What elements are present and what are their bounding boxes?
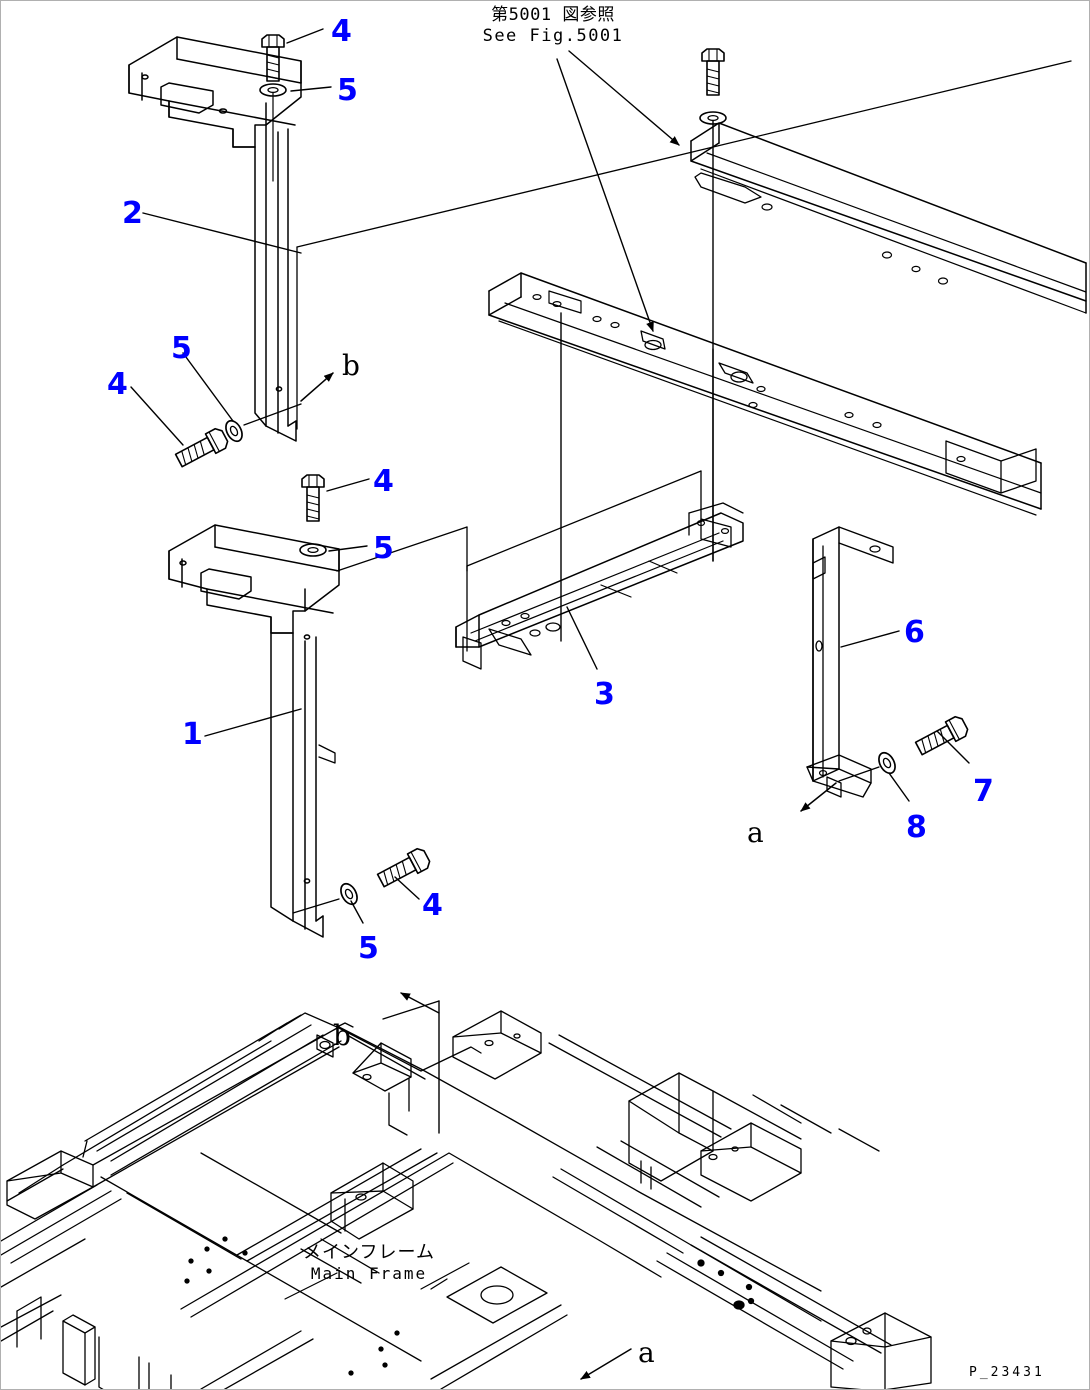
callout-number-4: 4: [422, 888, 443, 923]
main-frame-label-english: Main Frame: [310, 1264, 428, 1284]
callout-number-6: 6: [904, 615, 925, 650]
see-fig-reference-japanese: 第5001 図参照: [491, 5, 615, 25]
callout-number-1: 1: [182, 717, 203, 752]
see-fig-reference-note: 第5001 図参照 See Fig.5001: [453, 5, 653, 48]
callout-number-5: 5: [171, 331, 192, 366]
callout-number-4: 4: [373, 464, 394, 499]
section-letter-b: b: [342, 349, 360, 382]
callout-number-4: 4: [107, 367, 128, 402]
callout-number-8: 8: [906, 810, 927, 845]
callout-number-4: 4: [331, 14, 352, 49]
section-letter-a: a: [638, 1336, 655, 1369]
main-frame-label-japanese: メインフレーム: [303, 1242, 435, 1263]
callout-number-5: 5: [373, 531, 394, 566]
callout-number-5: 5: [358, 931, 379, 966]
see-fig-reference-english: See Fig.5001: [482, 26, 624, 47]
drawing-number: P_23431: [969, 1365, 1045, 1380]
callout-number-2: 2: [122, 196, 143, 231]
section-letter-a: a: [747, 816, 764, 849]
main-frame-label: メインフレーム Main Frame: [279, 1241, 459, 1285]
callout-number-3: 3: [594, 677, 615, 712]
callout-number-7: 7: [973, 774, 994, 809]
section-letter-b: b: [333, 1019, 351, 1052]
callout-number-5: 5: [337, 73, 358, 108]
